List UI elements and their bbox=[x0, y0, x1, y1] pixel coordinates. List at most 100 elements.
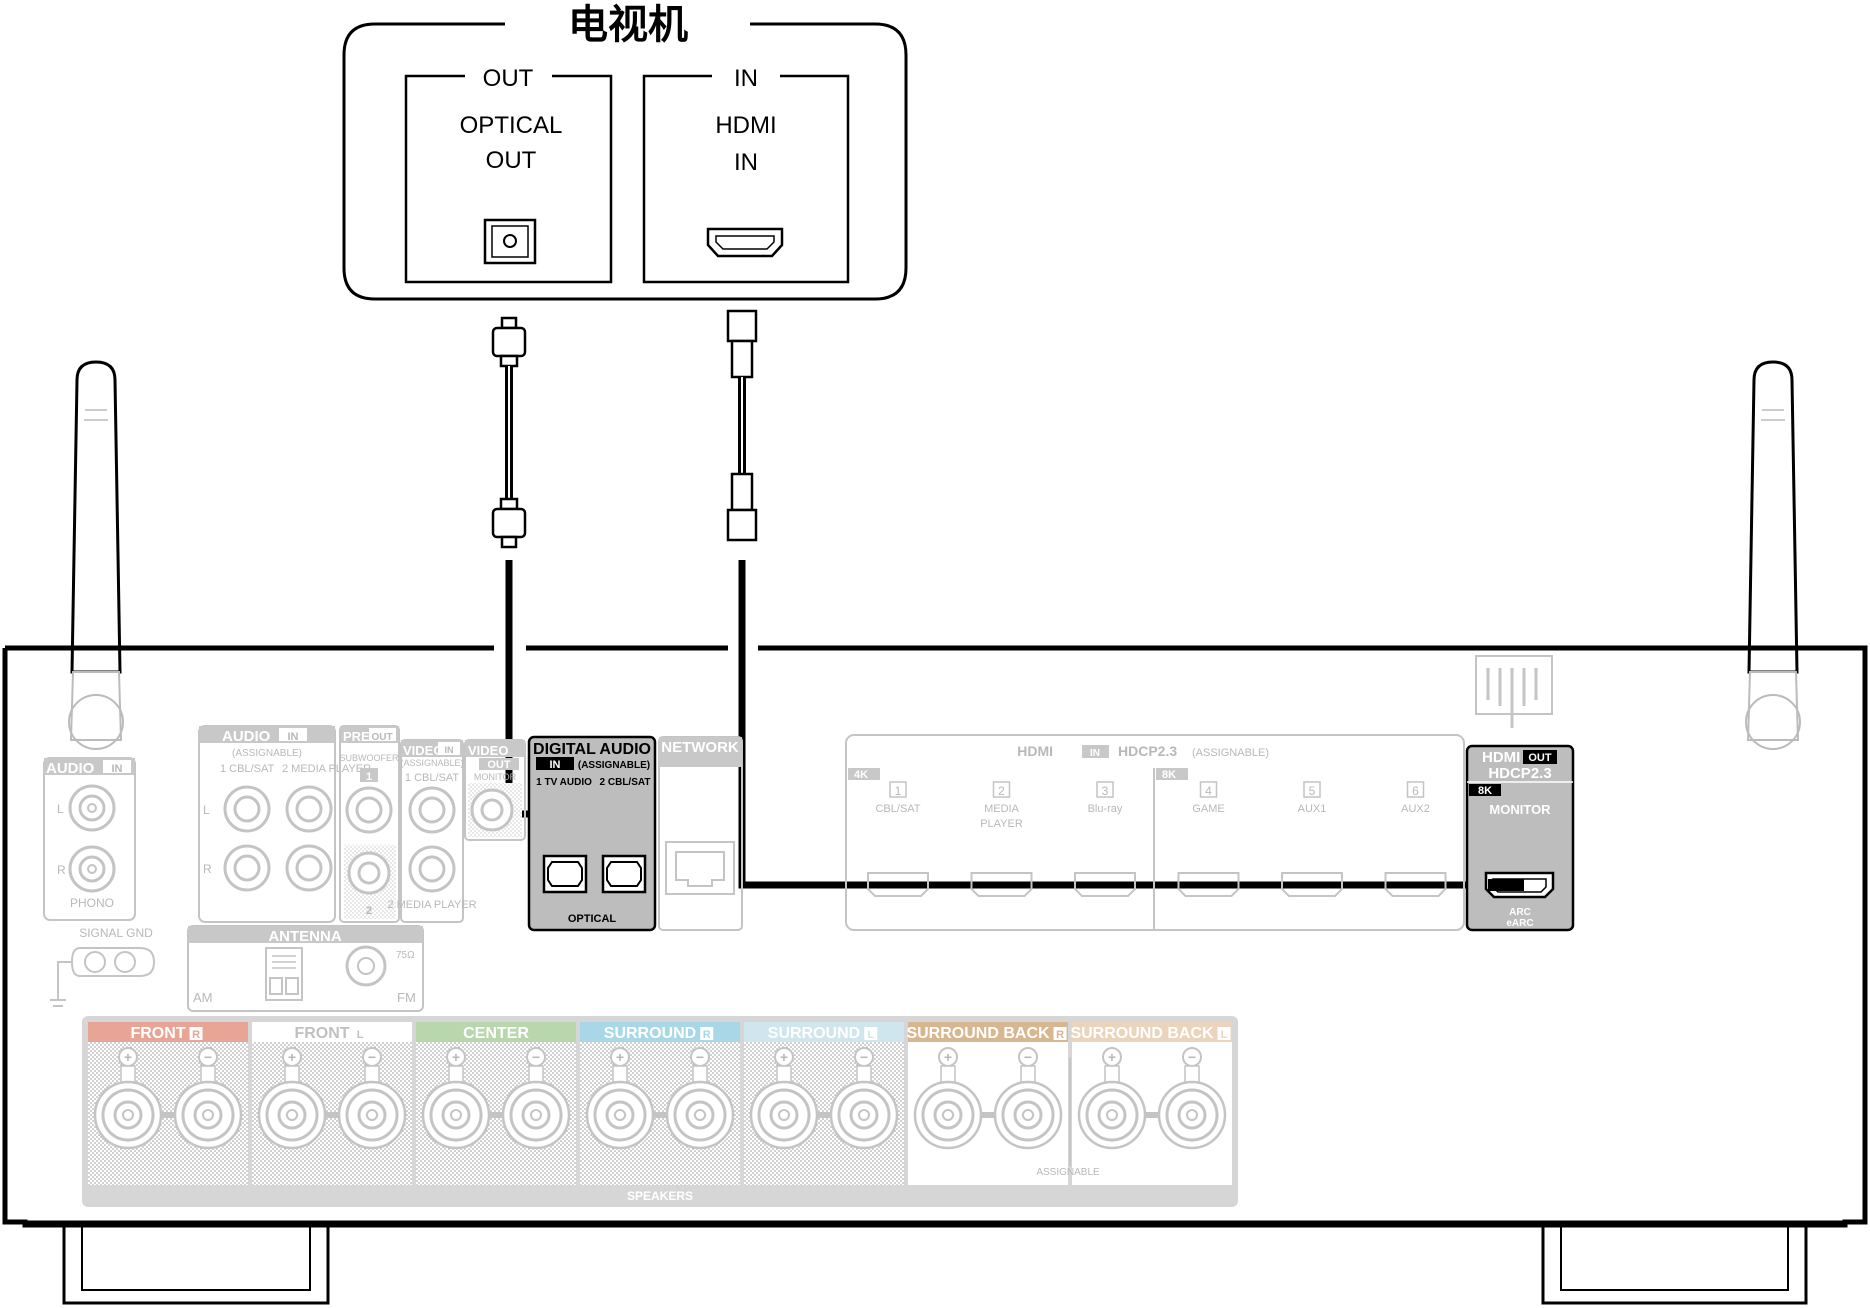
speaker-channel-name: SURROUND bbox=[604, 1025, 696, 1042]
antenna-ohm: 75Ω bbox=[396, 950, 415, 961]
hdmi-in-port-label: AUX1 bbox=[1298, 803, 1327, 815]
speaker-channel-side: R bbox=[1056, 1029, 1064, 1041]
svg-text:+: + bbox=[288, 1049, 296, 1065]
antenna-fm: FM bbox=[397, 990, 416, 1005]
hdmi-in-port-number: 5 bbox=[1309, 784, 1316, 798]
hdmi-out-arc: ARC bbox=[1509, 907, 1531, 918]
antenna-section: ANTENNA AM FM 75Ω bbox=[187, 925, 424, 1012]
digital-audio-tag: IN bbox=[550, 759, 561, 771]
speaker-terminal-minus: − bbox=[337, 1047, 407, 1150]
audio-in-left: L bbox=[203, 803, 210, 817]
svg-text:−: − bbox=[1188, 1049, 1196, 1065]
svg-text:+: + bbox=[452, 1049, 460, 1065]
tv-optical-out-panel: OUT OPTICAL OUT bbox=[404, 65, 613, 284]
speaker-channel-header bbox=[580, 1022, 740, 1042]
hdmi-group-4k: 4K bbox=[854, 769, 868, 781]
digital-audio-port1: 1 TV AUDIO bbox=[536, 777, 592, 788]
hdmi-port-icon bbox=[867, 872, 929, 897]
feet bbox=[62, 1225, 1808, 1305]
tv-optical-label: OPTICAL bbox=[460, 112, 563, 139]
tv-hdmi-in-panel: IN HDMI IN bbox=[642, 65, 850, 284]
hdmi-port-icon bbox=[1384, 872, 1447, 897]
tv-out-header: OUT bbox=[483, 65, 534, 92]
hdmi-port-icon bbox=[970, 872, 1033, 897]
speaker-terminal-minus: − bbox=[1157, 1047, 1227, 1150]
phono-right: R bbox=[57, 863, 66, 877]
audio-in-col1: 1 CBL/SAT bbox=[220, 763, 274, 775]
pre-out-num1: 1 bbox=[366, 771, 372, 783]
speaker-terminal-plus: + bbox=[585, 1047, 655, 1150]
speaker-channel-header bbox=[1072, 1022, 1232, 1042]
hdmi-port-icon bbox=[1177, 872, 1240, 897]
svg-text:+: + bbox=[124, 1049, 132, 1065]
hdmi-in-port-label: PLAYER bbox=[980, 818, 1023, 830]
tv-optical-port bbox=[483, 218, 537, 265]
speaker-channel-name: SURROUND BACK bbox=[1070, 1025, 1214, 1042]
network-section: NETWORK bbox=[658, 736, 743, 931]
speaker-channel-name: SURROUND BACK bbox=[906, 1025, 1050, 1042]
hdmi-in-hdcp: HDCP2.3 bbox=[1118, 743, 1177, 759]
hdmi-out-section: HDMI OUT HDCP2.3 8K MONITOR ARC eARC bbox=[1465, 744, 1575, 932]
audio-in-right: R bbox=[203, 862, 212, 876]
svg-text:−: − bbox=[696, 1049, 704, 1065]
hdmi-in-sub: (ASSIGNABLE) bbox=[1192, 747, 1269, 759]
video-in-section: VIDEO IN (ASSIGNABLE) 1 CBL/SAT 2 MEDIA … bbox=[387, 739, 477, 923]
speaker-channel-side: L bbox=[867, 1029, 874, 1041]
phono-left: L bbox=[57, 802, 64, 816]
digital-audio-port2: 2 CBL/SAT bbox=[600, 777, 651, 788]
phono-section: AUDIO IN L R PHONO bbox=[43, 757, 136, 921]
pre-out-sub: SUBWOOFER bbox=[339, 753, 399, 763]
tv-in-header: IN bbox=[734, 65, 758, 92]
speaker-channel-header bbox=[88, 1022, 248, 1042]
phono-title: AUDIO bbox=[46, 760, 95, 777]
svg-text:−: − bbox=[1024, 1049, 1032, 1065]
speaker-channel-side: L bbox=[357, 1029, 364, 1041]
speaker-terminal-plus: + bbox=[1077, 1047, 1147, 1150]
pre-out-tag: OUT bbox=[371, 732, 392, 743]
hdmi-in-tag: IN bbox=[1090, 748, 1100, 759]
speaker-channel-3: CENTER+ − bbox=[416, 1022, 576, 1185]
audio-in-title: AUDIO bbox=[222, 728, 271, 745]
hdmi-port-icon bbox=[1281, 872, 1343, 897]
am-terminal-icon bbox=[265, 947, 303, 1001]
video-in-sub: (ASSIGNABLE) bbox=[400, 758, 463, 768]
tv-hdmi-label: HDMI bbox=[715, 112, 776, 139]
svg-text:−: − bbox=[204, 1049, 212, 1065]
speaker-terminal-minus: − bbox=[501, 1047, 571, 1150]
speaker-terminal-minus: − bbox=[665, 1047, 735, 1150]
wifi-module-icon bbox=[1475, 655, 1553, 728]
digital-audio-title: DIGITAL AUDIO bbox=[533, 741, 651, 758]
speakers-assignable: ASSIGNABLE bbox=[1036, 1167, 1100, 1178]
svg-text:+: + bbox=[1108, 1049, 1116, 1065]
audio-in-jacks bbox=[223, 785, 333, 892]
digital-audio-section: DIGITAL AUDIO IN (ASSIGNABLE) 1 TV AUDIO… bbox=[527, 735, 657, 932]
speakers-label: SPEAKERS bbox=[627, 1189, 693, 1203]
speaker-channel-header bbox=[416, 1022, 576, 1042]
hdmi-in-port-label: Blu-ray bbox=[1088, 803, 1123, 815]
speaker-channel-header bbox=[744, 1022, 904, 1042]
tv-title: 电视机 bbox=[568, 3, 688, 47]
hdmi-out-hdcp: HDCP2.3 bbox=[1488, 765, 1551, 782]
hdmi-out-badge: 8K bbox=[1478, 785, 1492, 797]
speaker-channel-header bbox=[908, 1022, 1068, 1042]
optical-cable bbox=[491, 316, 569, 873]
hdmi-in-ports: 1CBL/SAT2MEDIAPLAYER3Blu-ray4GAME5AUX16A… bbox=[867, 781, 1447, 897]
pre-out-num2: 2 bbox=[366, 905, 372, 917]
speaker-channel-name: FRONT bbox=[130, 1025, 185, 1042]
hdmi-out-label: MONITOR bbox=[1489, 802, 1551, 817]
svg-text:+: + bbox=[616, 1049, 624, 1065]
speaker-terminal-minus: − bbox=[829, 1047, 899, 1150]
phono-jack-left-icon bbox=[68, 784, 116, 832]
ethernet-port-icon bbox=[665, 841, 735, 895]
speaker-channel-name: CENTER bbox=[463, 1025, 529, 1042]
hdmi-plug-end bbox=[1488, 879, 1524, 891]
